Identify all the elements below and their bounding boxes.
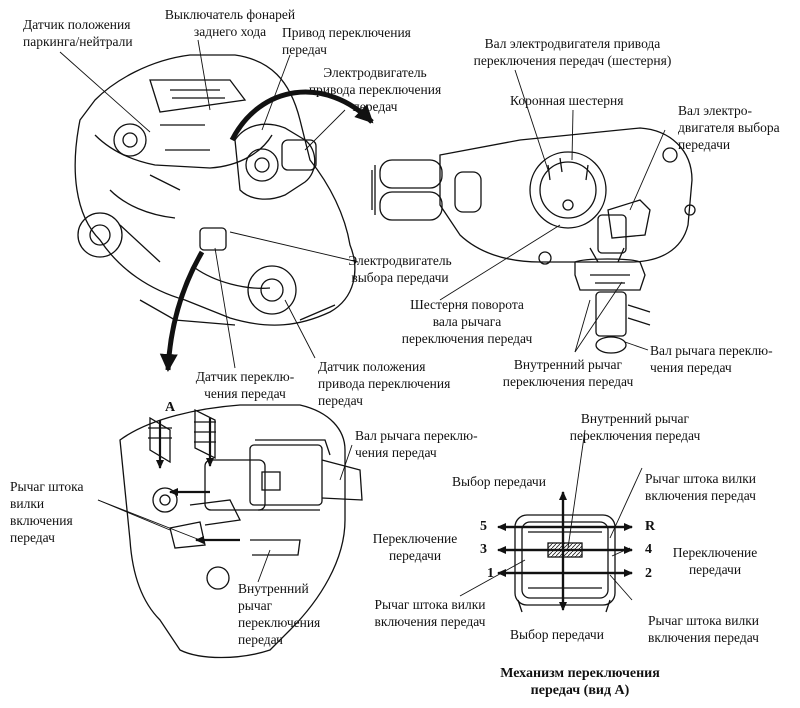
label-fork-rod-lever-right-top: Рычаг штока вилки включения передач <box>645 471 756 503</box>
label-inner-lever-mech: Внутренний рычаг переключения передач <box>569 411 701 443</box>
arrow-to-motor-view <box>229 89 374 142</box>
label-shift-right: Переключение передачи <box>672 545 758 577</box>
label-inner-lever-top: Внутренний рычаг переключения передач <box>502 357 634 389</box>
label-park-neutral-sensor: Датчик положения паркинга/нейтрали <box>23 17 133 49</box>
label-fork-rod-lever-left: Рычаг штока вилки включения передач <box>10 479 84 545</box>
label-shift-drive-position-sensor: Датчик положения привода переключения пе… <box>318 359 451 408</box>
view-a-marker: А <box>165 400 176 415</box>
label-gear-select-bottom: Выбор передачи <box>510 627 604 642</box>
label-inner-lever-bottom: Внутренний рычаг переключения передач <box>238 581 321 647</box>
gear-5-label: 5 <box>480 519 487 534</box>
label-shift-lever-shaft-gear: Шестерня поворота вала рычага переключен… <box>401 297 533 346</box>
gear-1-label: 1 <box>487 566 494 581</box>
motor-assembly <box>371 127 696 354</box>
shift-mechanism-drawing <box>119 404 363 659</box>
label-select-motor: Электродвигатель выбора передачи <box>348 253 452 285</box>
label-reverse-light-switch: Выключатель фонарей заднего хода <box>164 7 296 39</box>
label-shift-left: Переключение передачи <box>372 531 458 563</box>
label-fork-rod-lever-bottom-left: Рычаг штока вилки включения передач <box>374 597 486 629</box>
label-select-motor-shaft: Вал электро- двигателя выбора передачи <box>678 103 780 152</box>
arrow-to-view-a <box>159 250 205 372</box>
label-shift-drive-motor: Электродвигатель привода переключения пе… <box>308 65 442 114</box>
view-a-arrows <box>156 418 240 544</box>
label-fork-rod-lever-bottom-right: Рычаг штока вилки включения передач <box>648 613 759 645</box>
label-crown-gear: Коронная шестерня <box>510 93 624 108</box>
shift-pattern-arrows <box>497 491 633 611</box>
label-lever-shaft-top: Вал рычага переклю- чения передач <box>650 343 773 375</box>
gear-r-label: R <box>645 519 656 534</box>
gear-3-label: 3 <box>480 542 487 557</box>
label-shift-drive: Привод переключения передач <box>282 25 411 57</box>
label-lever-shaft-bottom: Вал рычага переклю- чения передач <box>355 428 478 460</box>
gear-4-label: 4 <box>645 542 652 557</box>
figure-caption: Механизм переключения передач (вид А) <box>500 666 660 698</box>
gear-2-label: 2 <box>645 566 652 581</box>
leader-lines <box>59 39 666 601</box>
label-shift-motor-shaft: Вал электродвигателя привода переключени… <box>473 36 672 68</box>
label-shift-sensor: Датчик переклю- чения передач <box>195 369 295 401</box>
label-gear-select-top: Выбор передачи <box>452 474 546 489</box>
shift-pattern <box>514 514 616 613</box>
